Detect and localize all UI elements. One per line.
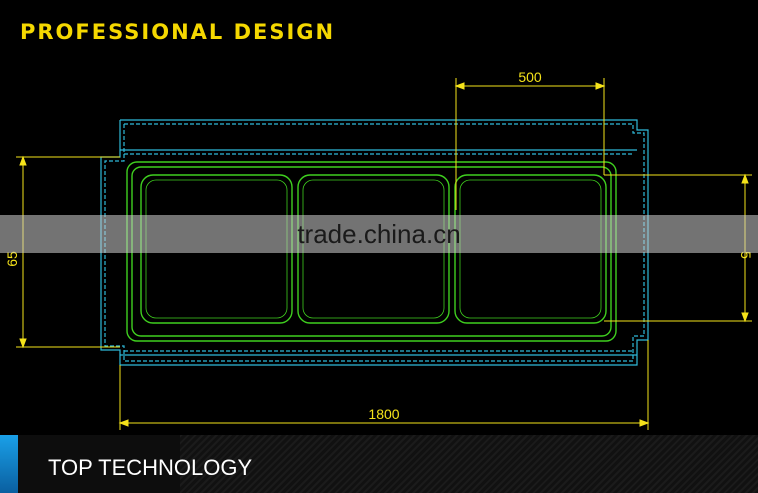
footer-banner: TOP TECHNOLOGY [0,435,758,493]
watermark-band [0,215,758,253]
page-title: PROFESSIONAL DESIGN [20,20,336,44]
footer-stripe-pattern [180,435,758,493]
dimension-bottom-label: 1800 [368,406,399,422]
footer-label: TOP TECHNOLOGY [48,455,253,480]
dimension-right-label: 5 [738,251,754,259]
footer-accent-bar [0,435,18,493]
dimension-top-label: 500 [518,69,542,85]
watermark-text: trade.china.cn [297,219,461,249]
dimension-left-label: 65 [4,251,20,267]
dimension-lines [16,78,752,430]
